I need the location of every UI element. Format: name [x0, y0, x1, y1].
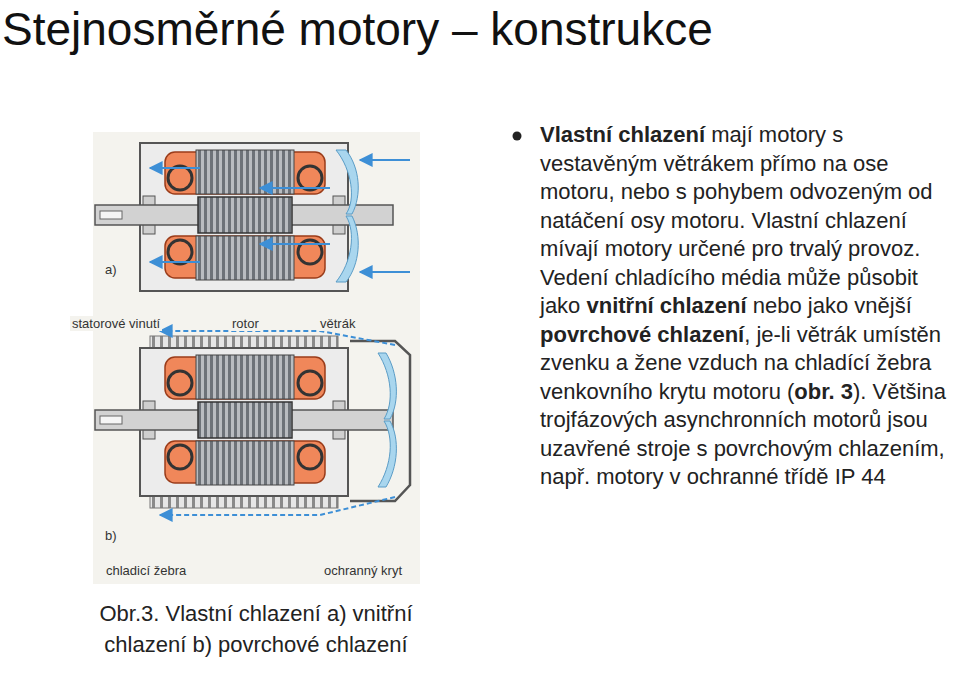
part-label: statorové vinutí — [70, 316, 162, 331]
bold-text: povrchové chlazení — [540, 322, 744, 347]
part-label: ochranný kryt — [322, 563, 404, 578]
part-label: rotor — [230, 316, 261, 331]
bold-text: Vlastní chlazení — [540, 122, 705, 147]
bold-text: obr. 3 — [794, 379, 853, 404]
part-label: větrák — [318, 316, 357, 331]
part-label: b) — [103, 528, 119, 543]
bullet-paragraph: Vlastní chlazení mají motory s vestavěný… — [540, 121, 954, 492]
part-label: a) — [103, 262, 119, 277]
motor-b — [95, 331, 410, 515]
figure-caption: Obr.3. Vlastní chlazení a) vnitřní chlaz… — [60, 598, 452, 660]
body-text: nebo jako vnější — [753, 293, 912, 318]
motor-a — [95, 143, 410, 291]
body-text: mají motory s vestavěným větrákem přímo … — [540, 122, 933, 318]
bold-text: vnitřní chlazení — [586, 293, 746, 318]
bullet — [513, 132, 522, 141]
slide-title: Stejnosměrné motory – konstrukce — [2, 2, 713, 56]
part-label: chladicí žebra — [104, 563, 188, 578]
